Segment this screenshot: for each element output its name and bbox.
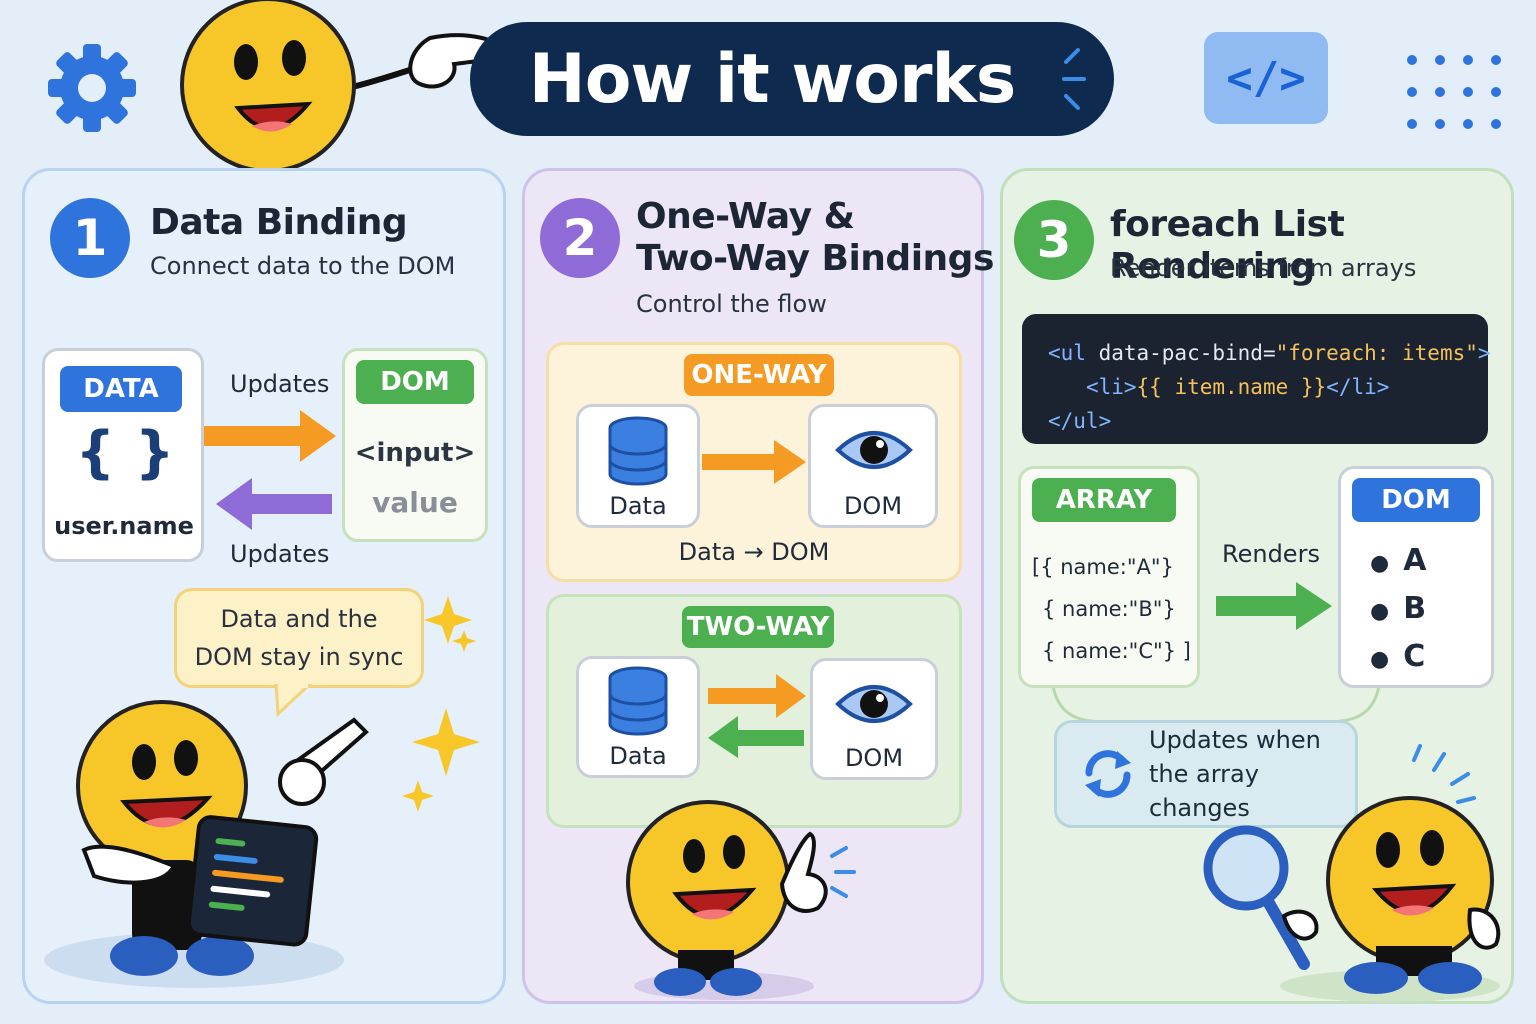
one-way-caption: Data → DOM bbox=[678, 538, 830, 566]
two-way-tag: TWO-WAY bbox=[682, 606, 834, 648]
dom-list: ●A ●B ●C bbox=[1370, 538, 1426, 682]
data-value: user.name bbox=[54, 512, 194, 540]
code-attr: data-pac-bind= bbox=[1098, 341, 1276, 365]
update-bubble-line-2: the array changes bbox=[1149, 760, 1259, 822]
one-way-tag: ONE-WAY bbox=[684, 354, 834, 396]
sync-speech-bubble: Data and the DOM stay in sync bbox=[174, 588, 424, 688]
eye-icon-2 bbox=[835, 685, 913, 723]
step-number-1: 1 bbox=[50, 198, 130, 278]
array-line-2: { name:"B"} bbox=[1042, 597, 1176, 621]
two-way-data-label: Data bbox=[609, 742, 667, 770]
two-way-arrows-icon bbox=[708, 674, 806, 758]
dom-tag: DOM bbox=[356, 360, 474, 404]
code-ul-end: </ul> bbox=[1048, 409, 1112, 433]
array-tag: ARRAY bbox=[1032, 478, 1176, 522]
dom-list-item: ●C bbox=[1370, 639, 1426, 674]
panel2-title-line-1: One-Way & bbox=[636, 196, 855, 237]
eye-icon bbox=[835, 431, 913, 469]
dom-list-item: ●B bbox=[1370, 591, 1427, 626]
bubble-line-2: DOM stay in sync bbox=[194, 643, 404, 671]
one-way-dom-label: DOM bbox=[843, 492, 903, 520]
code-li-close: </li> bbox=[1326, 375, 1390, 399]
data-tag: DATA bbox=[60, 366, 182, 412]
one-way-data-label: Data bbox=[609, 492, 667, 520]
renders-arrow-icon bbox=[1216, 582, 1332, 630]
page-title: How it works bbox=[528, 39, 1016, 119]
update-speech-bubble: Updates when the array changes bbox=[1054, 720, 1358, 828]
database-icon-2 bbox=[608, 666, 668, 736]
arrow-top-label: Updates bbox=[230, 370, 330, 398]
one-way-arrow-icon bbox=[702, 440, 806, 484]
sparkle-icon bbox=[402, 596, 480, 812]
panel1-subtitle: Connect data to the DOM bbox=[150, 252, 456, 280]
arrow-bottom-label: Updates bbox=[230, 540, 330, 568]
renders-label: Renders bbox=[1222, 540, 1320, 568]
code-ul-close-bracket: > bbox=[1477, 341, 1491, 365]
refresh-icon bbox=[1085, 750, 1131, 798]
dot-grid-icon bbox=[1407, 55, 1501, 129]
gear-icon bbox=[48, 44, 136, 132]
code-expression: {{ item.name }} bbox=[1136, 375, 1327, 399]
dom-value: value bbox=[372, 486, 458, 519]
update-bubble-line-1: Updates when bbox=[1149, 726, 1321, 754]
panel2-subtitle: Control the flow bbox=[636, 290, 827, 318]
panel3-subtitle: Render items from arrays bbox=[1110, 254, 1417, 282]
dom-list-tag: DOM bbox=[1352, 478, 1480, 522]
braces-icon: { } bbox=[75, 420, 175, 485]
arrow-left-icon bbox=[216, 478, 332, 530]
database-icon bbox=[608, 416, 668, 486]
mascot-magnifier-icon bbox=[1203, 744, 1501, 1002]
step-number-2: 2 bbox=[540, 198, 620, 278]
code-ul-open: <ul bbox=[1048, 341, 1099, 365]
array-values: [{ name:"A"} { name:"B"} { name:"C"} ] bbox=[1032, 546, 1191, 672]
arrow-right-icon bbox=[204, 410, 336, 462]
panel1-title: Data Binding bbox=[150, 202, 408, 243]
header-banner: How it works bbox=[470, 22, 1114, 136]
mascot-thumb-icon bbox=[626, 800, 856, 1000]
code-attr-value: "foreach: items" bbox=[1275, 341, 1478, 365]
sparkle-lines-icon bbox=[1062, 48, 1086, 110]
array-line-1: [{ name:"A"} bbox=[1032, 555, 1174, 579]
panel2-title-line-2: Two-Way Bindings bbox=[636, 238, 994, 279]
two-way-dom-label: DOM bbox=[844, 744, 904, 772]
mascot-tablet-icon bbox=[44, 700, 369, 988]
step-number-3: 3 bbox=[1014, 200, 1094, 280]
bubble-tail-icon bbox=[274, 684, 313, 718]
bubble-line-1: Data and the bbox=[220, 605, 378, 633]
panel3-title: foreach List Rendering bbox=[1110, 204, 1345, 288]
code-icon: </> bbox=[1204, 32, 1328, 124]
dom-element: <input> bbox=[354, 438, 476, 468]
dom-list-item: ●A bbox=[1370, 543, 1427, 578]
code-snippet: <ul data-pac-bind="foreach: items"> <li>… bbox=[1022, 314, 1491, 444]
code-li-open: <li> bbox=[1085, 375, 1137, 399]
array-line-3: { name:"C"} ] bbox=[1042, 639, 1191, 663]
